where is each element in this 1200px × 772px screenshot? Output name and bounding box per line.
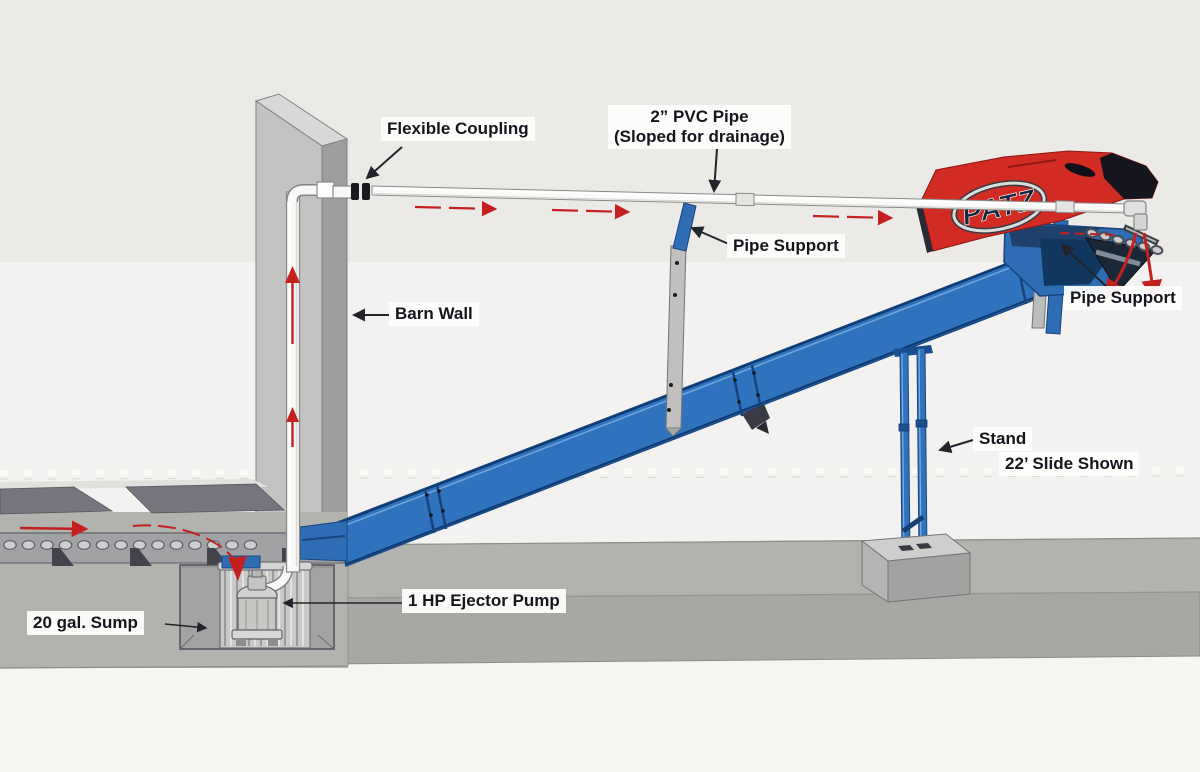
concrete-block xyxy=(860,533,972,603)
label-flexible-coupling: Flexible Coupling xyxy=(381,117,535,142)
slide-bracket xyxy=(742,404,770,430)
label-pipe-support-discharge: Pipe Support xyxy=(1064,286,1182,311)
label-barn-wall: Barn Wall xyxy=(389,302,479,327)
stand xyxy=(860,345,972,603)
pvc-pipe xyxy=(371,185,1148,231)
label-sump: 20 gal. Sump xyxy=(27,611,144,636)
label-pipe-support-upper: Pipe Support xyxy=(727,234,845,259)
label-ejector-pump: 1 HP Ejector Pump xyxy=(402,589,566,614)
pipe-support-mid xyxy=(665,202,697,437)
label-slide-size: 22’ Slide Shown xyxy=(999,452,1140,477)
riser-pipe xyxy=(285,181,354,573)
label-stand: Stand xyxy=(973,427,1033,452)
ejector-pump xyxy=(231,565,294,646)
wall-sleeve xyxy=(316,181,335,199)
ground-outside xyxy=(329,537,1200,665)
label-pvc-pipe-line2: (Sloped for drainage) xyxy=(614,127,785,147)
cross-conveyor xyxy=(299,520,348,562)
barn-wall xyxy=(254,93,349,558)
label-pvc-pipe-line1: 2” PVC Pipe xyxy=(650,107,749,126)
label-pvc-pipe: 2” PVC Pipe (Sloped for drainage) xyxy=(608,105,791,150)
label-leaders xyxy=(164,146,1108,633)
pipe-coupler xyxy=(735,192,755,207)
flexible-coupling xyxy=(351,183,370,200)
pipe-coupler xyxy=(1055,200,1075,214)
